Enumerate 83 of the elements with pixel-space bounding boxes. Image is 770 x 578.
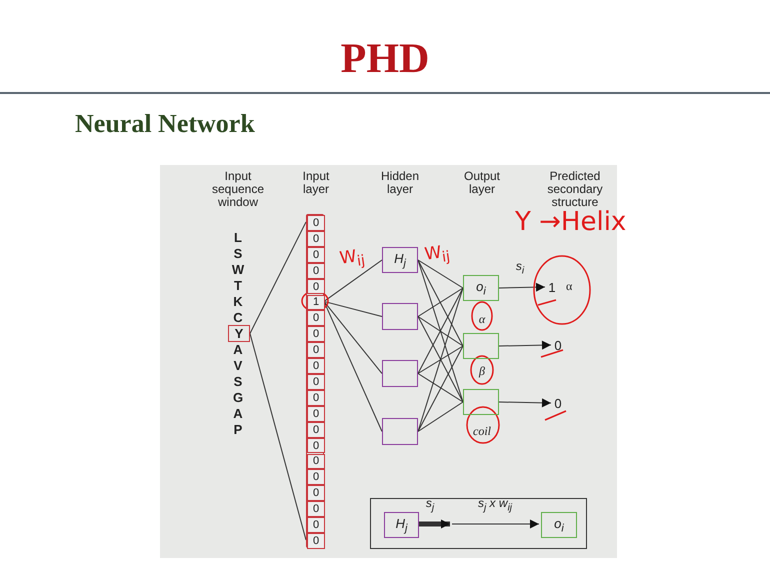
input-layer-column bbox=[306, 214, 324, 548]
connection-line bbox=[250, 221, 306, 334]
arrow bbox=[418, 520, 450, 528]
column-header: Output layer bbox=[462, 170, 502, 196]
column-header: Input layer bbox=[302, 170, 330, 196]
arrow bbox=[452, 520, 540, 528]
input-cell: 0 bbox=[307, 358, 325, 374]
hidden-node bbox=[382, 303, 418, 330]
hidden-node bbox=[382, 360, 418, 387]
connection-line bbox=[418, 288, 464, 374]
sequence-letter: K bbox=[232, 295, 244, 310]
edge-label: s$_{i}$ bbox=[514, 260, 526, 276]
connection-line bbox=[418, 288, 464, 317]
input-cell: 0 bbox=[307, 326, 325, 342]
subtitle: Neural Network bbox=[75, 110, 255, 139]
sequence-letter: A bbox=[232, 343, 244, 358]
sequence-letter: W bbox=[230, 263, 246, 278]
connection-line bbox=[250, 333, 306, 540]
node-caption: α bbox=[566, 279, 572, 294]
connection-line bbox=[418, 346, 464, 432]
connection-line bbox=[418, 260, 464, 288]
connection-line bbox=[418, 260, 464, 402]
sequence-letter: S bbox=[232, 247, 244, 262]
input-cell: 0 bbox=[307, 390, 325, 406]
input-cell: 0 bbox=[307, 438, 325, 454]
output-node: o$_{i}$ bbox=[541, 512, 577, 538]
sequence-letter: V bbox=[232, 359, 244, 374]
prediction-value: 0 bbox=[552, 394, 564, 412]
input-cell: 0 bbox=[307, 374, 325, 390]
input-cell: 0 bbox=[307, 310, 325, 326]
edge-label: s$_{j}$ bbox=[424, 497, 436, 514]
input-cell: 0 bbox=[307, 454, 325, 470]
input-cell: 0 bbox=[307, 517, 325, 533]
input-cell: 1 bbox=[307, 294, 325, 310]
input-cell: 0 bbox=[307, 485, 325, 502]
column-header: Input sequence window bbox=[210, 170, 266, 210]
hidden-node bbox=[382, 418, 418, 445]
connection-line bbox=[418, 288, 464, 432]
hidden-node: H$_{j}$ bbox=[384, 512, 419, 538]
y-box: Y bbox=[228, 325, 250, 342]
prediction-value: 0 bbox=[552, 336, 564, 354]
input-cell: 0 bbox=[307, 342, 325, 358]
connection-line bbox=[324, 300, 382, 374]
input-cell: 0 bbox=[307, 469, 325, 486]
sequence-letter: T bbox=[233, 279, 243, 294]
connection-line bbox=[418, 260, 464, 346]
hidden-node: H$_{j}$ bbox=[382, 247, 418, 273]
edge-label: s$_{j}$ x w$_{ij}$ bbox=[476, 497, 514, 514]
sequence-letter: A bbox=[232, 407, 244, 422]
handwritten-note: W$_{ij}$ bbox=[424, 242, 452, 268]
sequence-letter: C bbox=[232, 311, 244, 326]
inset-panel bbox=[370, 498, 587, 549]
connection-line bbox=[324, 260, 382, 302]
sequence-letter: P bbox=[232, 423, 244, 438]
input-cell: 0 bbox=[307, 230, 325, 247]
connection-line bbox=[418, 316, 464, 402]
connection-line bbox=[324, 300, 382, 317]
handwritten-note: Y →Helix bbox=[515, 208, 626, 237]
input-cell: 0 bbox=[307, 406, 325, 422]
connection-line bbox=[418, 346, 464, 374]
arrow bbox=[498, 282, 546, 292]
input-cell: 0 bbox=[307, 501, 325, 518]
connection-line bbox=[418, 373, 464, 402]
sequence-letter: S bbox=[232, 375, 244, 390]
handwritten-note: W$_{ij}$ bbox=[338, 246, 366, 272]
connection-line bbox=[418, 316, 464, 346]
sequence-letter: G bbox=[232, 391, 244, 406]
input-cell: 0 bbox=[307, 262, 325, 279]
slide-title: PHD bbox=[340, 38, 430, 80]
node-caption: α bbox=[478, 312, 486, 327]
input-cell: 0 bbox=[307, 246, 325, 263]
input-cell: 0 bbox=[307, 215, 325, 231]
input-cell: 0 bbox=[307, 422, 325, 438]
node-caption: β bbox=[478, 364, 486, 379]
arrow bbox=[498, 398, 552, 408]
column-header: Predicted secondary structure bbox=[546, 170, 604, 210]
input-cell: 0 bbox=[307, 278, 325, 294]
column-header: Hidden layer bbox=[380, 170, 420, 196]
connection-line bbox=[418, 402, 464, 432]
arrow bbox=[498, 340, 552, 350]
sequence-letter: L bbox=[233, 231, 243, 246]
input-cell: 0 bbox=[307, 533, 325, 549]
node-caption: coil bbox=[472, 424, 492, 439]
